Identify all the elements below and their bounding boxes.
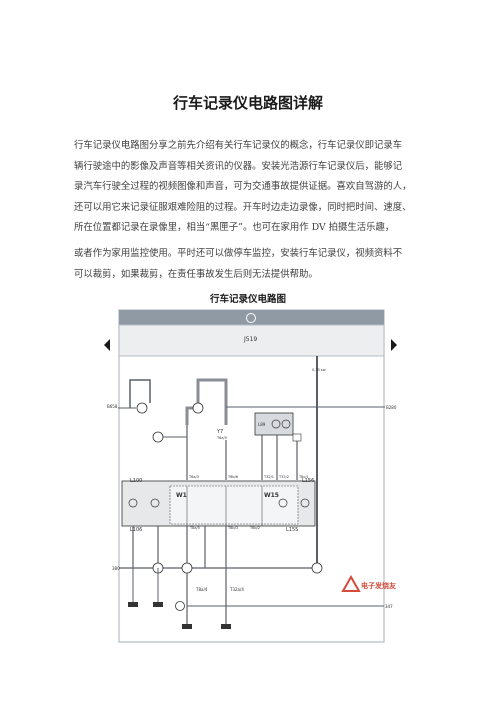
connector-label: T8a/5: [189, 526, 200, 530]
connector-label: T8c/1: [298, 475, 309, 479]
terminal-block: [153, 602, 163, 607]
right-bus-label: B280: [386, 405, 397, 410]
paragraph-line: 还可以用它来记录征服艰难险阻的过程。开车时边走边录像，同时把时间、速度、: [74, 201, 412, 213]
connector-label: T8b/3: [227, 526, 238, 530]
connector-label: T6a/3: [188, 475, 199, 479]
w15-label: W15: [264, 492, 279, 499]
relay-label: L89: [258, 422, 266, 427]
l106-label: L106: [130, 527, 142, 533]
paragraph-line: 或者作为家用监控使用。平时还可以做停车监控，安装行车记录仪，视频资料不: [74, 248, 403, 259]
watermark-logo: 电子发烧友: [341, 574, 396, 592]
paragraph-line: 录汽车行驶全过程的视频图像和声音，可为交通事故提供证据。喜欢自驾游的人，: [74, 181, 412, 192]
paragraph-line: 可以裁剪，如果裁剪，在责任事故发生后则无法提供帮助。: [74, 268, 318, 280]
t6a-label: T6a/5: [216, 436, 227, 440]
terminal-block: [128, 602, 138, 607]
terminal-block: [221, 624, 231, 629]
connector-label: T32/1: [263, 475, 274, 479]
w1-label: W1: [176, 492, 187, 499]
l100-label: L100: [130, 478, 142, 484]
prev-page-arrow-icon[interactable]: [104, 339, 110, 351]
connector-label: T32/2: [278, 475, 289, 479]
lamp-icon: [150, 498, 160, 508]
bottom-bus-right-label: 347: [385, 604, 393, 609]
second-paragraph: 或者作为家用监控使用。平时还可以做停车监控，安装行车记录仪，视频资料不 可以裁剪…: [74, 244, 424, 285]
connector-label: T6b/2: [249, 526, 260, 530]
paragraph-line: 所在位置都记录在录像里，相当“黑匣子”。也可在家用作 DV 拍摄生活乐趣，: [74, 222, 395, 233]
t32-label: T32a/4: [229, 587, 244, 592]
connector-label: T6b/6: [227, 475, 238, 479]
j519-block: [118, 324, 385, 357]
figure-caption: 行车记录仪电路图: [209, 294, 286, 305]
l155-label: L155: [286, 527, 298, 533]
lamp-icon: [278, 498, 288, 508]
circuit-diagram: J519 0,35 sw B658 B280 L89 Y7 T6a/5 T6a/…: [104, 309, 397, 643]
lamp-icon: [300, 498, 310, 508]
wire-label: 0,35 sw: [312, 368, 326, 372]
document-title: 行车记录仪电路图详解: [172, 94, 323, 112]
l156-label: L156: [302, 478, 314, 484]
relay-box: [254, 412, 294, 436]
j519-label: J519: [243, 336, 257, 343]
left-bus-label: B658: [107, 404, 118, 409]
paragraph-line: 辆行驶途中的影像及声音等相关资讯的仪器。安装光浩源行车记录仪后，能够记: [74, 160, 403, 172]
bottom-bus-left-label: 380: [112, 566, 120, 571]
diagram-frame: [118, 309, 385, 643]
watermark-text: 电子发烧友: [361, 581, 396, 590]
header-symbol-icon: [246, 313, 256, 323]
ground-point-icon: [136, 402, 148, 414]
lamp-icon: [128, 498, 138, 508]
header-bar: [119, 310, 384, 325]
paragraph-line: 行车记录仪电路图分享之前先介绍有关行车记录仪的概念，行车记录仪即记录车: [74, 140, 403, 151]
intro-paragraph: 行车记录仪电路图分享之前先介绍有关行车记录仪的概念，行车记录仪即记录车 辆行驶途…: [74, 136, 424, 239]
y7-label: Y7: [216, 429, 223, 435]
terminal-block: [182, 624, 192, 629]
next-page-arrow-icon[interactable]: [391, 339, 397, 351]
t8a-label: T8a/4: [195, 587, 208, 592]
